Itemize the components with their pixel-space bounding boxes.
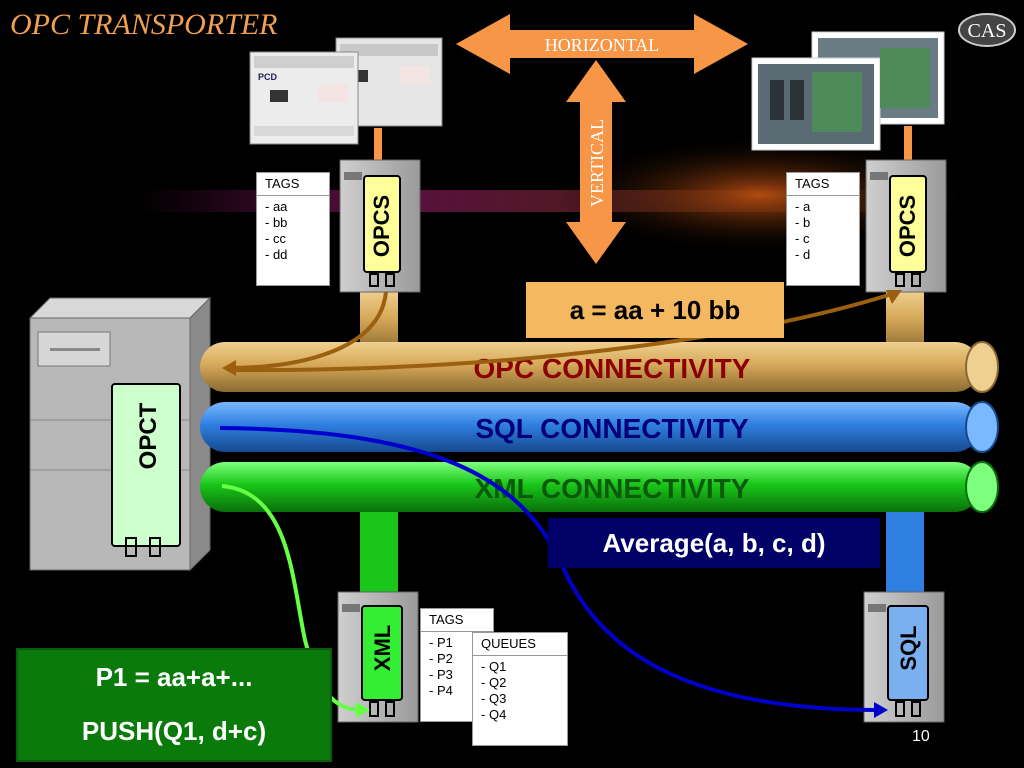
tag-item: cc [265,231,329,247]
tags-xml-header: TAGS [421,609,493,632]
connector-left [374,128,382,162]
flow-arrowhead-sql [874,702,888,718]
svg-text:CAS: CAS [968,20,1007,42]
horizontal-arrow-label: HORIZONTAL [545,35,660,55]
vertical-arrow-label: VERTICAL [587,119,607,207]
plc-rack-right [751,31,945,151]
svg-text:PCD: PCD [258,72,278,82]
connector-right [904,126,912,162]
page-title: OPC TRANSPORTER [10,8,278,41]
tag-item: P3 [429,667,493,683]
flow-arrow-opc-left [227,291,388,370]
queues-panel: QUEUES Q1 Q2 Q3 Q4 [472,632,568,746]
tag-item: P2 [429,651,493,667]
flow-arrow-xml [221,484,363,712]
tag-item: d [795,247,859,263]
sql-connectivity-pipe [200,401,999,453]
opcs-server-left[interactable] [339,159,421,293]
plc-device-left: PCD [249,37,443,145]
opct-label: OPCT [135,402,162,469]
formula-top: a = aa + 10 bb [526,282,784,338]
flow-arrow-opc-right [227,290,899,373]
page-number: 10 [912,728,930,745]
xml-connectivity-label: XML CONNECTIVITY [475,473,750,504]
flow-arrowhead-xml [356,702,370,718]
queue-item: Q2 [481,675,567,691]
sql-server-label: SQL [896,625,921,670]
xml-server-label: XML [370,625,395,671]
formula-p1: P1 = aa+a+... [95,662,253,692]
queue-item: Q3 [481,691,567,707]
queues-header: QUEUES [473,633,567,656]
tags-left-header: TAGS [257,173,329,196]
opc-connectivity-pipe [200,341,999,393]
tag-item: bb [265,215,329,231]
cas-logo: CAS [958,13,1016,47]
tags-right-header: TAGS [787,173,859,196]
tag-item: P4 [429,683,493,699]
sql-server[interactable] [863,591,945,723]
horizontal-arrow [456,14,748,74]
tag-item: dd [265,247,329,263]
formula-push: PUSH(Q1, d+c) [81,716,267,746]
xml-connectivity-pipe [200,461,999,513]
tags-left-panel: TAGS aa bb cc dd [256,172,330,286]
tag-item: c [795,231,859,247]
xml-server[interactable] [337,591,419,723]
riser-xml [360,510,398,594]
queue-item: Q4 [481,707,567,723]
queue-item: Q1 [481,659,567,675]
p1-formula-panel: P1 = aa+a+... PUSH(Q1, d+c) [16,648,332,762]
vertical-arrow [566,60,626,264]
riser-sql [886,510,924,594]
tag-item: aa [265,199,329,215]
opct-server[interactable] [28,296,212,572]
opcs-right-label: OPCS [895,195,920,257]
flow-arrowhead-opc-right [886,290,902,304]
riser-opcs-left [360,290,398,352]
background-glow [550,135,970,255]
tag-item: a [795,199,859,215]
opcs-left-label: OPCS [369,195,394,257]
tags-right-panel: TAGS a b c d [786,172,860,286]
tag-item: P1 [429,635,493,651]
opcs-server-right[interactable] [865,159,947,293]
sql-connectivity-label: SQL CONNECTIVITY [475,413,749,444]
formula-average: Average(a, b, c, d) [548,518,880,568]
tag-item: b [795,215,859,231]
